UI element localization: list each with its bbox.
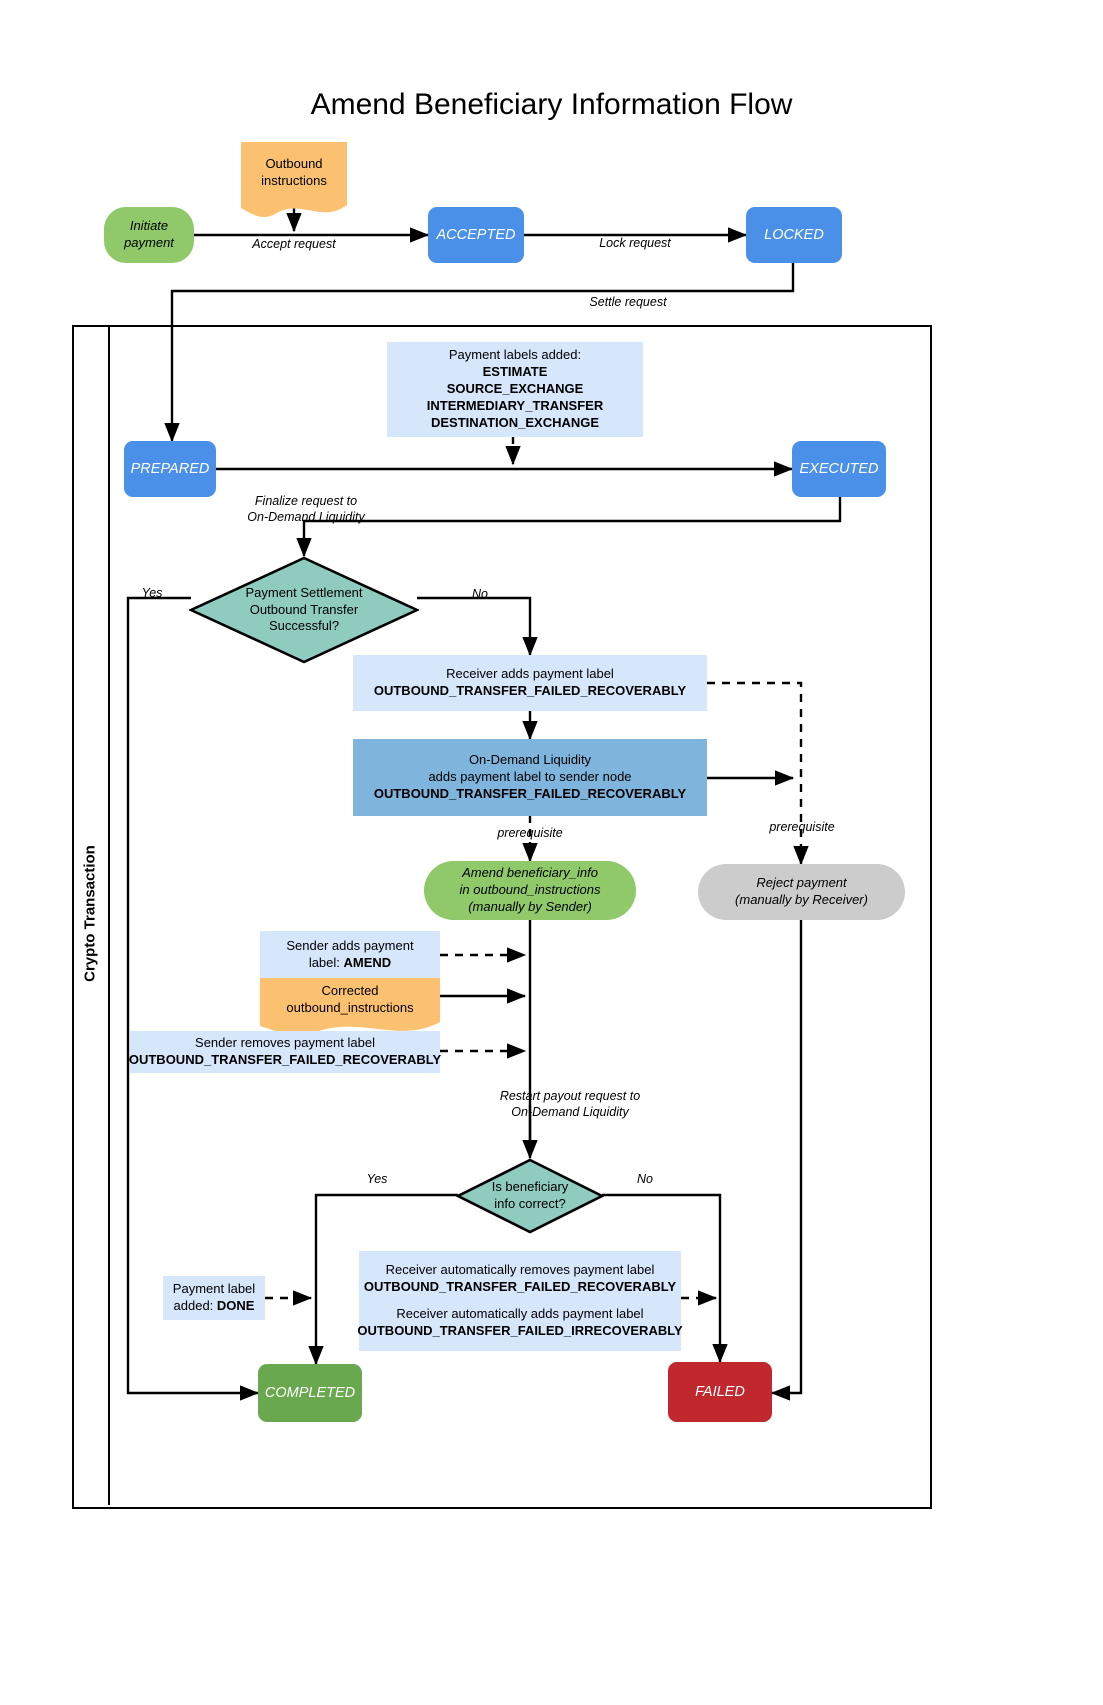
- node-executed[interactable]: EXECUTED: [792, 441, 886, 497]
- note-sender-removes-label: Sender removes payment label OUTBOUND_TR…: [128, 1031, 442, 1073]
- edge-label-settle-request: Settle request: [589, 295, 667, 309]
- note-sender-adds-amend: Sender adds payment label: AMEND: [260, 931, 440, 978]
- node-prepared-label: PREPARED: [130, 460, 210, 477]
- node-outbound-instructions[interactable]: Outbound instructions: [241, 142, 347, 218]
- note-payment-labels-heading: Payment labels added:: [448, 347, 582, 363]
- note-payment-label-0: ESTIMATE: [482, 364, 548, 380]
- node-reject-payment[interactable]: Reject payment (manually by Receiver): [698, 864, 905, 920]
- decision-payment-settlement-successful[interactable]: Payment Settlement Outbound Transfer Suc…: [187, 556, 421, 664]
- note-sender-adds-amend-line1: Sender adds payment: [286, 937, 414, 953]
- node-amend-beneficiary-label: Amend beneficiary_info in outbound_instr…: [459, 865, 601, 914]
- note-receiver-adds-line2: OUTBOUND_TRANSFER_FAILED_RECOVERABLY: [373, 683, 687, 698]
- node-failed-label: FAILED: [695, 1383, 745, 1400]
- node-outbound-instructions-label: Outbound instructions: [261, 156, 327, 188]
- note-odl-line2: adds payment label to sender node: [428, 769, 632, 785]
- note-odl-adds-label: On-Demand Liquidity adds payment label t…: [353, 739, 707, 816]
- note-corrected-outbound-instructions: Corrected outbound_instructions: [260, 978, 440, 1036]
- node-reject-payment-label: Reject payment (manually by Receiver): [735, 875, 868, 907]
- diamond-shape-2: [455, 1158, 605, 1234]
- note-payment-label-done-prefix: added:: [173, 1298, 217, 1313]
- node-initiate-payment[interactable]: Initiate payment: [104, 207, 194, 263]
- swimlane-label: Crypto Transaction: [81, 845, 99, 982]
- diamond-shape: [187, 556, 421, 664]
- node-locked[interactable]: LOCKED: [746, 207, 842, 263]
- edge-label-accept-request: Accept request: [252, 237, 336, 251]
- decision-beneficiary-label: Is beneficiary info correct?: [491, 1179, 569, 1211]
- edge-label-finalize-request: Finalize request to On-Demand Liquidity: [247, 494, 365, 524]
- edge-label-prerequisite-amend: prerequisite: [497, 826, 563, 840]
- node-failed[interactable]: FAILED: [668, 1362, 772, 1422]
- edge-label-no-beneficiary: No: [637, 1172, 653, 1186]
- edge-label-no-settlement: No: [472, 587, 488, 601]
- swimlane-header: [72, 325, 110, 1505]
- note-payment-label-done-line1: Payment label: [172, 1281, 256, 1297]
- node-initiate-payment-label: Initiate payment: [124, 218, 174, 250]
- node-completed[interactable]: COMPLETED: [258, 1364, 362, 1422]
- note-receiver-auto-add: Receiver automatically adds payment labe…: [357, 1306, 682, 1340]
- decision-is-beneficiary-info-correct[interactable]: Is beneficiary info correct?: [455, 1158, 605, 1234]
- node-executed-label: EXECUTED: [799, 460, 879, 477]
- note-receiver-auto-add-line2: OUTBOUND_TRANSFER_FAILED_IRRECOVERABLY: [357, 1323, 683, 1339]
- note-sender-removes-line1: Sender removes payment label: [195, 1035, 375, 1051]
- page-title: Amend Beneficiary Information Flow: [310, 88, 793, 121]
- document-wave-icon: [241, 202, 347, 218]
- node-accepted[interactable]: ACCEPTED: [428, 207, 524, 263]
- note-sender-removes-line2: OUTBOUND_TRANSFER_FAILED_RECOVERABLY: [128, 1052, 442, 1067]
- note-payment-label-2: INTERMEDIARY_TRANSFER: [426, 397, 604, 413]
- note-sender-adds-amend-line2: label: AMEND: [309, 955, 391, 972]
- node-accepted-label: ACCEPTED: [436, 226, 516, 243]
- note-payment-label-done-bold: DONE: [216, 1298, 255, 1313]
- note-receiver-auto-remove-line1: Receiver automatically removes payment l…: [385, 1261, 655, 1277]
- note-odl-line3: OUTBOUND_TRANSFER_FAILED_RECOVERABLY: [373, 785, 687, 801]
- note-payment-label-3: DESTINATION_EXCHANGE: [430, 414, 600, 430]
- note-payment-label-1: SOURCE_EXCHANGE: [446, 381, 584, 397]
- node-prepared[interactable]: PREPARED: [124, 441, 216, 497]
- note-payment-labels-added: Payment labels added: ESTIMATE SOURCE_EX…: [387, 342, 643, 437]
- edge-label-yes-beneficiary: Yes: [366, 1172, 388, 1186]
- note-receiver-automatic-labels: Receiver automatically removes payment l…: [357, 1251, 683, 1351]
- edge-label-prerequisite-reject: prerequisite: [769, 820, 835, 834]
- note-odl-line1: On-Demand Liquidity: [468, 752, 592, 768]
- node-completed-label: COMPLETED: [264, 1384, 356, 1401]
- edge-label-yes-settlement: Yes: [141, 586, 163, 600]
- decision-payment-settlement-label: Payment Settlement Outbound Transfer Suc…: [245, 585, 363, 634]
- note-receiver-auto-remove: Receiver automatically removes payment l…: [364, 1262, 676, 1296]
- edge-label-lock-request: Lock request: [599, 236, 671, 250]
- note-sender-adds-amend-bold: AMEND: [343, 954, 392, 970]
- note-receiver-adds-label: Receiver adds payment label OUTBOUND_TRA…: [353, 655, 707, 711]
- node-amend-beneficiary-info[interactable]: Amend beneficiary_info in outbound_instr…: [424, 861, 636, 920]
- note-payment-label-done-line2: added: DONE: [174, 1298, 255, 1315]
- note-receiver-auto-add-line1: Receiver automatically adds payment labe…: [396, 1306, 644, 1322]
- note-corrected-outbound-label: Corrected outbound_instructions: [286, 983, 414, 1015]
- note-receiver-adds-line1: Receiver adds payment label: [446, 666, 614, 682]
- note-sender-adds-amend-prefix: label:: [308, 954, 344, 970]
- note-payment-label-done: Payment label added: DONE: [163, 1276, 265, 1320]
- edge-label-restart-payout: Restart payout request to On-Demand Liqu…: [499, 1089, 641, 1119]
- node-locked-label: LOCKED: [764, 226, 824, 243]
- note-receiver-auto-remove-line2: OUTBOUND_TRANSFER_FAILED_RECOVERABLY: [363, 1278, 677, 1294]
